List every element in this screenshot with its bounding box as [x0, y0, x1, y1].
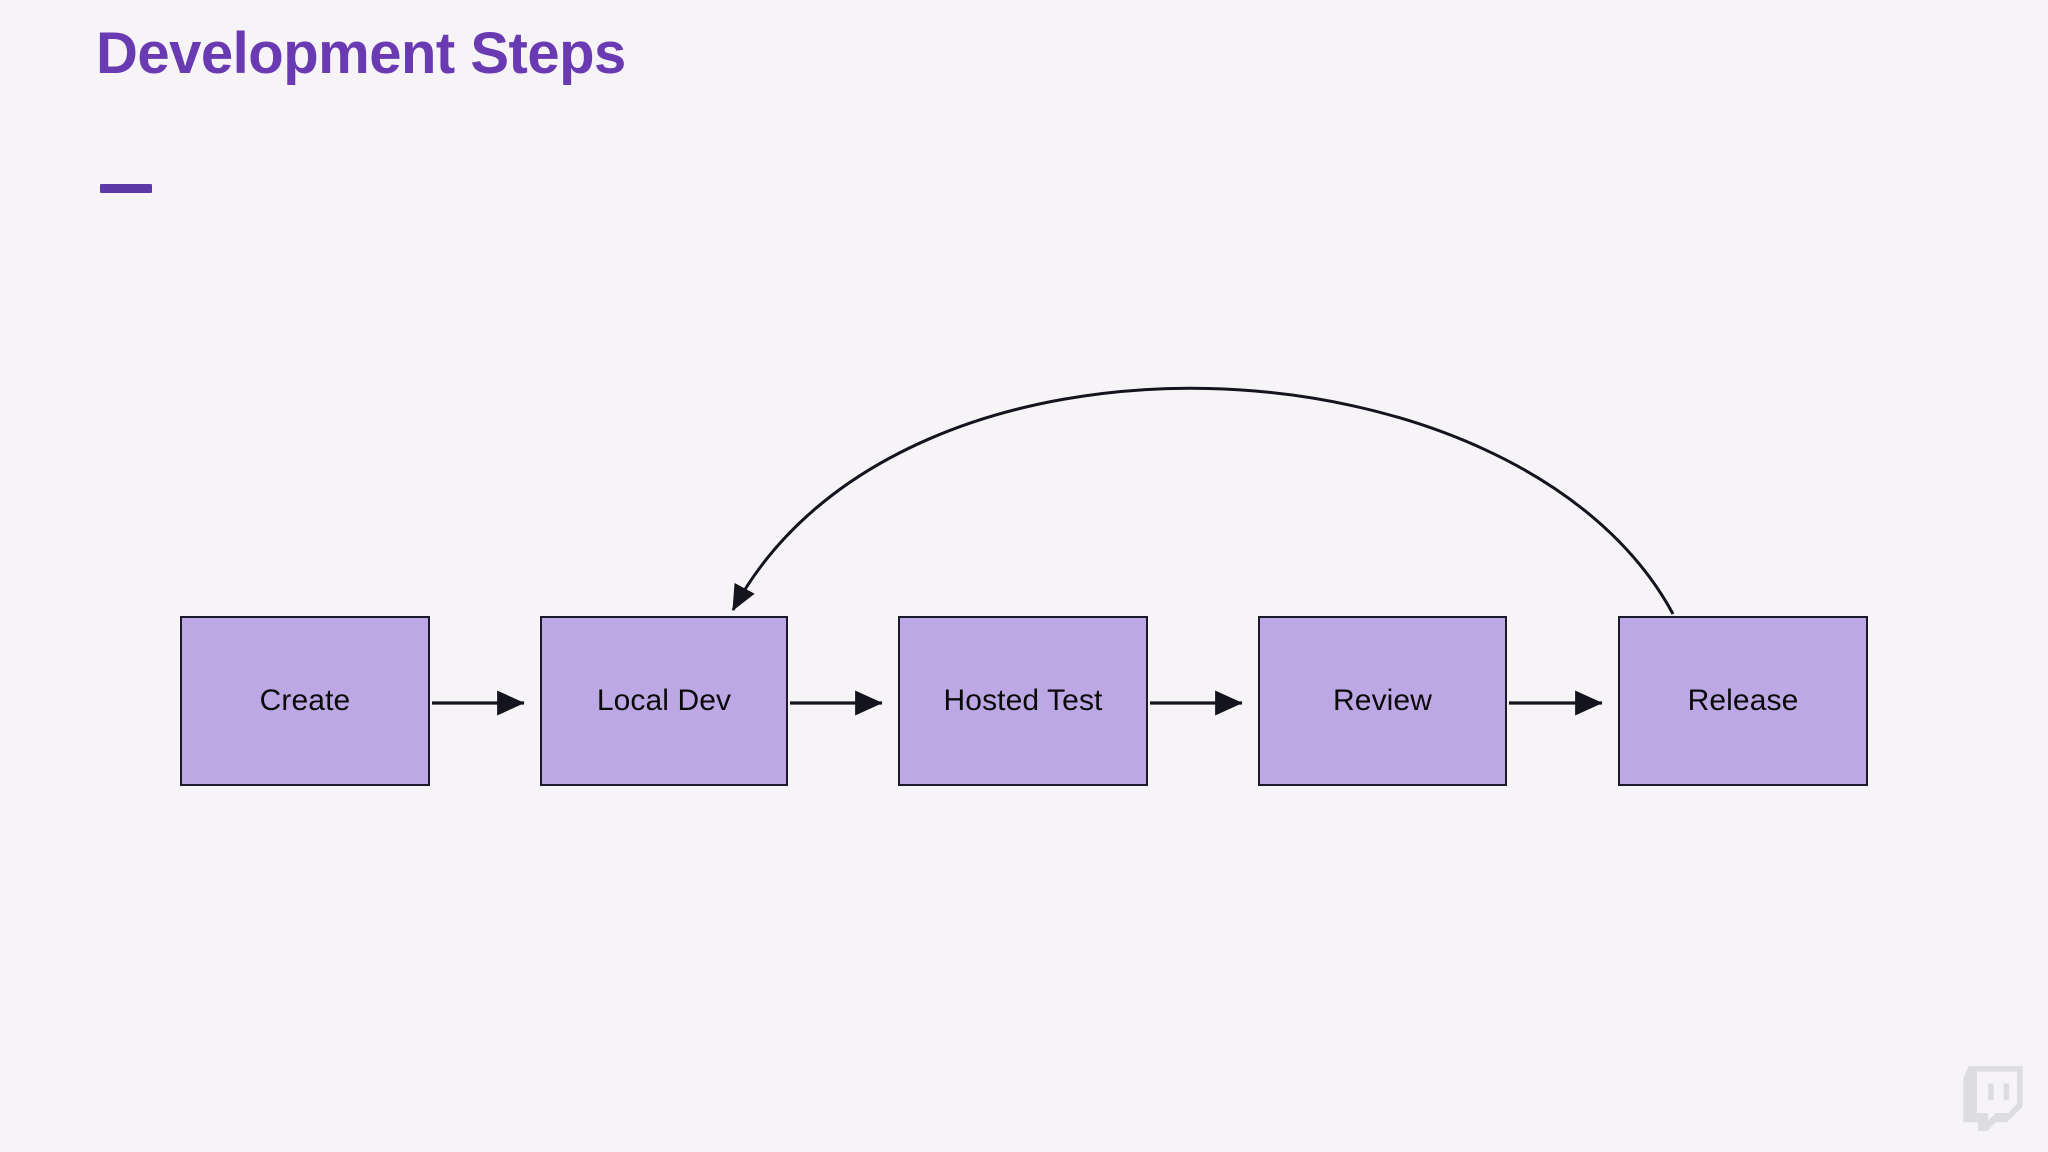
twitch-logo-icon	[1963, 1066, 2023, 1132]
page-title: Development Steps	[96, 21, 626, 86]
flow-node-label: Hosted Test	[943, 684, 1103, 717]
flow-node-local-dev[interactable]: Local Dev	[540, 616, 788, 786]
edge-release-to-local-dev-feedback	[731, 386, 1675, 615]
flow-node-label: Local Dev	[596, 684, 732, 717]
flow-node-hosted-test[interactable]: Hosted Test	[898, 616, 1148, 786]
flow-node-release[interactable]: Release	[1618, 616, 1868, 786]
title-underline-rule	[100, 184, 152, 193]
flow-node-label: Release	[1687, 684, 1799, 717]
flow-node-review[interactable]: Review	[1258, 616, 1507, 786]
flow-node-create[interactable]: Create	[180, 616, 430, 786]
flow-node-label: Create	[259, 684, 351, 717]
flow-node-label: Review	[1333, 684, 1432, 717]
